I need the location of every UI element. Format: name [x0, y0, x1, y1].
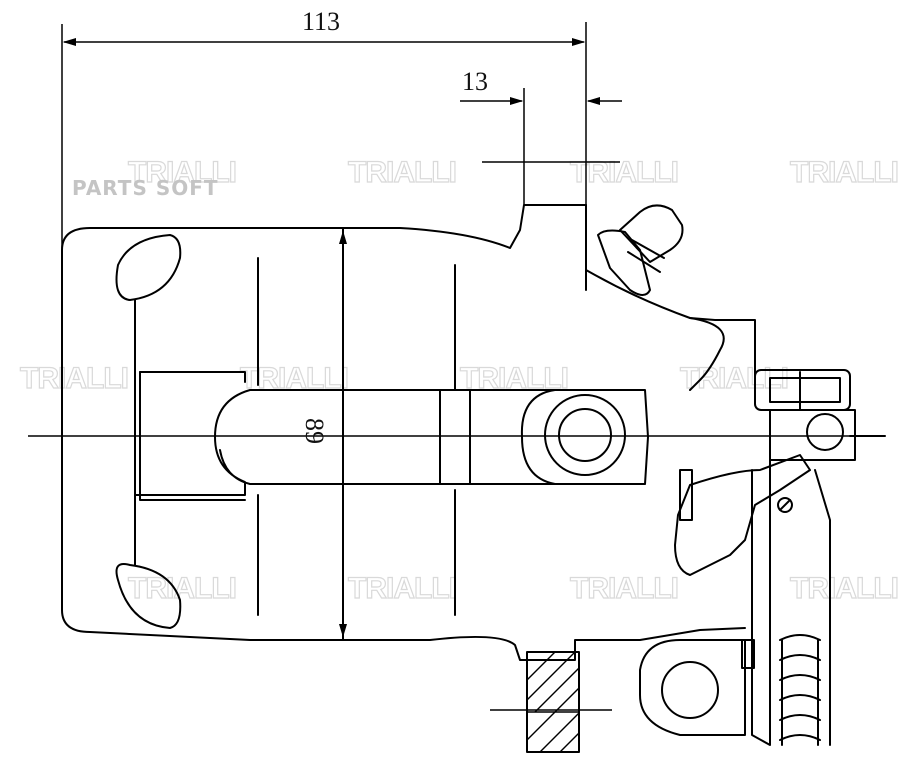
height-dimension-label: 89: [300, 418, 329, 444]
logo-watermarks: TRIALLI TRIALLI TRIALLI TRIALLI TRIALLI …: [19, 155, 899, 605]
dimension-width: 113: [61, 7, 587, 605]
logo-watermark: TRIALLI: [790, 156, 898, 189]
dimension-inlet: 13: [460, 67, 622, 205]
logo-watermark: TRIALLI: [20, 362, 128, 395]
centre-line: 89: [28, 230, 885, 638]
handbrake-lever: [639, 317, 886, 746]
brand-watermark: PARTS SOFT: [72, 176, 219, 200]
logo-watermark: TRIALLI: [128, 572, 236, 605]
logo-watermark: TRIALLI: [570, 156, 678, 189]
mount-section: [490, 651, 612, 753]
bleed-nipple: [597, 204, 684, 296]
logo-watermark: TRIALLI: [348, 156, 456, 189]
caliper-body: [61, 204, 756, 661]
width-dimension-label: 113: [302, 7, 340, 36]
logo-watermark: TRIALLI: [128, 156, 236, 189]
inlet-dimension-label: 13: [462, 67, 488, 96]
logo-watermark: TRIALLI: [570, 572, 678, 605]
logo-watermark: TRIALLI: [348, 572, 456, 605]
logo-watermark: TRIALLI: [790, 572, 898, 605]
